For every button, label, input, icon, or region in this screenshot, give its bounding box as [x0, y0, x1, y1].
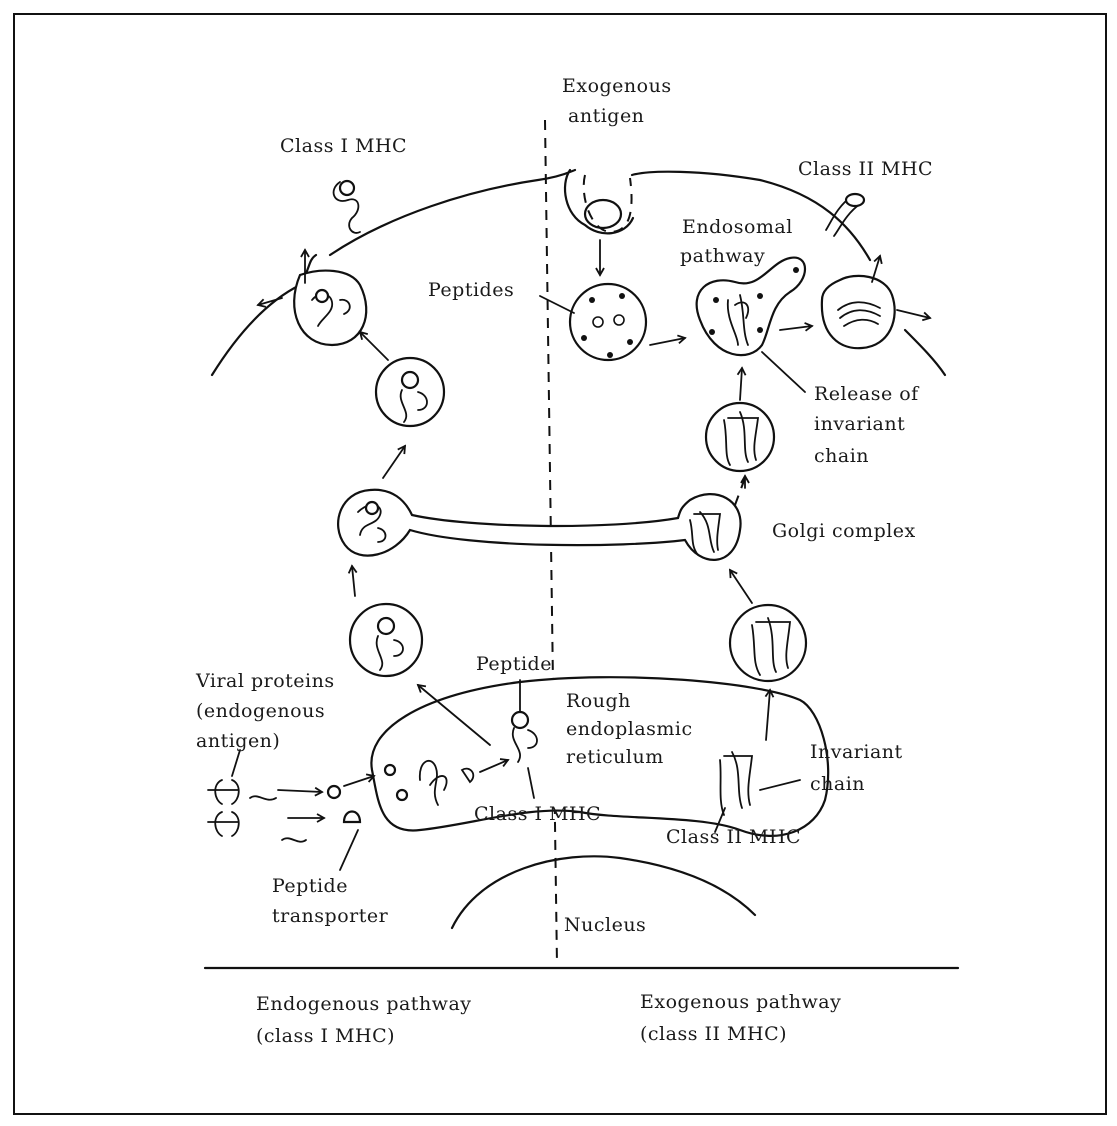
- label-viral-3: antigen): [196, 730, 280, 752]
- label-rough-3: reticulum: [566, 746, 664, 768]
- arrow-v1-up: [360, 332, 388, 360]
- label-peptides: Peptides: [428, 279, 514, 301]
- label-exo-footer-1: Exogenous pathway: [640, 991, 841, 1013]
- peptides-pointer: [540, 296, 574, 313]
- label-transporter-1: Peptide: [272, 875, 348, 897]
- golgi-complex: [338, 490, 740, 560]
- label-endo-footer-1: Endogenous pathway: [256, 993, 472, 1015]
- label-transporter-2: transporter: [272, 905, 389, 927]
- label-peptide: Peptide: [476, 653, 552, 675]
- label-exo-footer-2: (class II MHC): [640, 1023, 787, 1045]
- arrow-v3-up: [352, 566, 355, 596]
- page-frame: [14, 14, 1106, 1114]
- label-invariant-1: Invariant: [810, 741, 903, 763]
- arrow-v2-up: [740, 368, 742, 400]
- label-endo-footer-2: (class I MHC): [256, 1025, 395, 1047]
- label-exogenous-antigen-1: Exogenous: [562, 75, 672, 97]
- label-class2-mhc-er: Class II MHC: [666, 826, 801, 848]
- label-endosomal-2: pathway: [680, 245, 765, 267]
- viral-proteins-area: [208, 750, 374, 870]
- label-exogenous-antigen-2: antigen: [568, 105, 644, 127]
- class1-vesicle-2: [350, 604, 422, 676]
- label-class1-mhc-top: Class I MHC: [280, 135, 407, 157]
- label-viral-1: Viral proteins: [195, 670, 335, 692]
- arrow-golgi-up-right-dashed: [735, 478, 745, 505]
- label-rough-2: endoplasmic: [566, 718, 693, 740]
- class1-mhc-surface: [334, 181, 360, 233]
- label-class2-mhc-top: Class II MHC: [798, 158, 933, 180]
- arrow-v4-up: [730, 570, 752, 603]
- class2-fusion-vesicle: [822, 256, 930, 348]
- class2-vesicle-2: [730, 605, 806, 681]
- arrow-golgi-up-left: [383, 446, 405, 478]
- label-release-3: chain: [814, 445, 869, 467]
- release-pointer: [762, 352, 805, 392]
- peptides-vesicle: [570, 284, 646, 360]
- label-release-1: Release of: [814, 383, 920, 405]
- label-release-2: invariant: [814, 413, 905, 435]
- class1-fusion-vesicle: [258, 250, 366, 345]
- label-rough-1: Rough: [566, 690, 631, 712]
- label-class1-mhc-er: Class I MHC: [474, 803, 601, 825]
- class1-vesicle-1: [376, 358, 444, 426]
- class2-vesicle-1: [706, 403, 774, 471]
- endosome: [697, 258, 805, 356]
- arrow-to-endosome: [650, 338, 685, 345]
- label-viral-2: (endogenous: [196, 700, 325, 722]
- label-golgi: Golgi complex: [772, 520, 916, 542]
- label-endosomal-1: Endosomal: [682, 216, 793, 238]
- label-invariant-2: chain: [810, 773, 865, 795]
- arrow-endosome-to-membrane: [780, 326, 812, 330]
- label-nucleus: Nucleus: [564, 914, 646, 936]
